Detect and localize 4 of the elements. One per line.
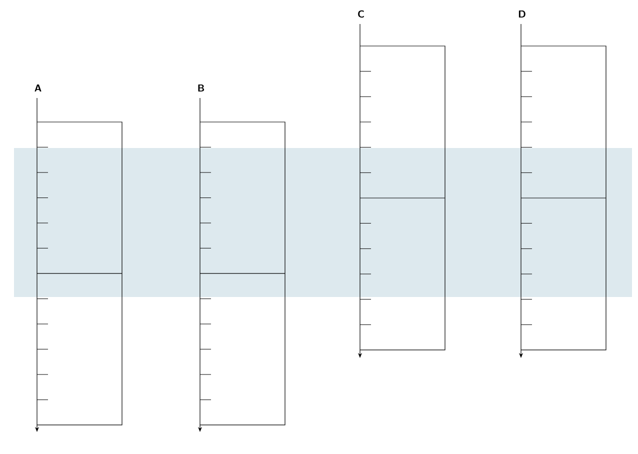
panel-letter: C [358,10,364,18]
panel-letter: B [198,84,204,92]
panel-letter: D [518,10,526,18]
panel-letter: A [34,84,42,92]
